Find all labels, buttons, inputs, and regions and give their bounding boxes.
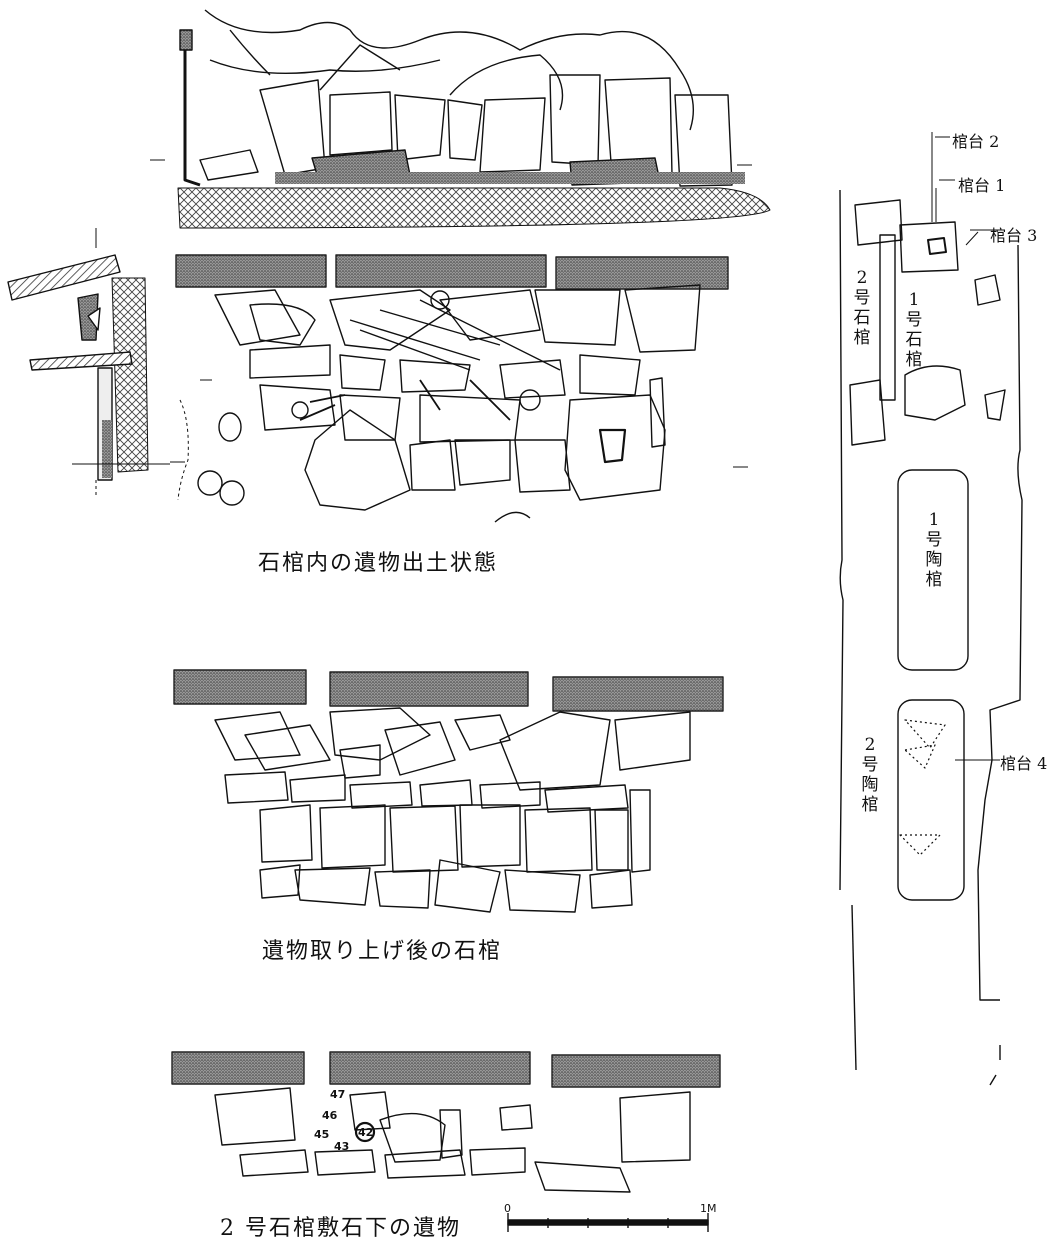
caption-finds-in-situ: 石棺内の遺物出土状態	[258, 551, 499, 576]
scale-start-label: 0	[504, 1202, 511, 1215]
caption-after-removal: 遺物取り上げ後の石棺	[262, 939, 503, 964]
label-kandai-2: 棺台 2	[952, 132, 1000, 151]
label-toukan-1: 1号陶棺	[925, 510, 943, 590]
find-number-47: 47	[330, 1088, 346, 1101]
label-kandai-1: 棺台 1	[958, 176, 1006, 195]
find-number-45: 45	[314, 1128, 330, 1141]
caption-under-paving: 2 号石棺敷石下の遺物	[220, 1216, 461, 1241]
label-toukan-2: 2号陶棺	[861, 735, 879, 815]
plan-under-paving	[171, 1051, 721, 1193]
scale-end-label: 1M	[700, 1202, 717, 1215]
tomb-plan-view	[839, 132, 1023, 1086]
cross-section-drawing	[7, 228, 170, 498]
label-kandai-4: 棺台 4	[1000, 754, 1048, 773]
plan-finds-in-situ	[170, 254, 748, 523]
plan-after-removal	[173, 669, 724, 913]
find-number-43: 43	[334, 1140, 350, 1153]
scale-bar	[507, 1213, 709, 1232]
coffin-elevation-drawing	[150, 9, 771, 229]
label-sekkan-2: 2号石棺	[853, 268, 871, 348]
find-number-46: 46	[322, 1109, 338, 1122]
label-sekkan-1: 1号石棺	[905, 290, 923, 370]
label-kandai-3: 棺台 3	[990, 226, 1038, 245]
find-number-42: 42	[358, 1126, 374, 1139]
